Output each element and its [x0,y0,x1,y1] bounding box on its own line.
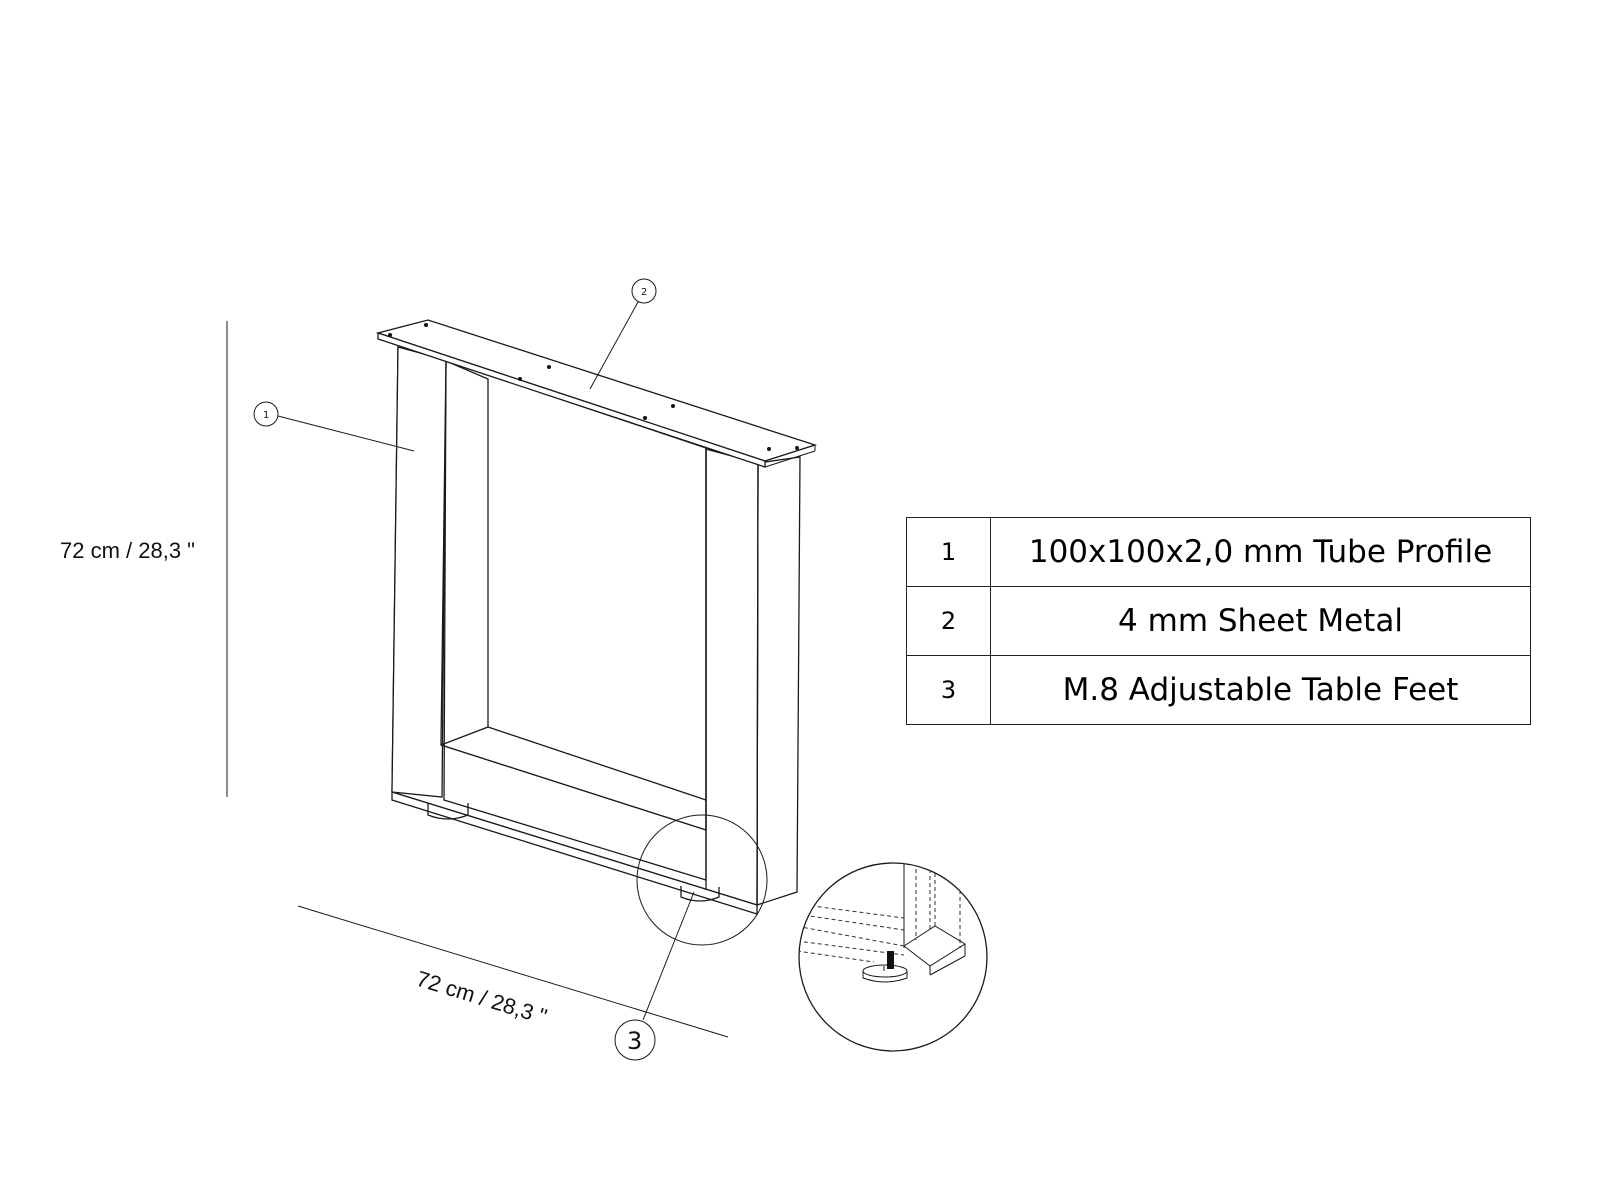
detail-callout-circle [636,814,768,946]
detail-view [798,862,988,1052]
part-description: 4 mm Sheet Metal [990,586,1531,656]
svg-text:2: 2 [641,287,647,298]
balloon-1: 1 [253,401,415,452]
width-dimension-line [297,905,729,1038]
table-row: 2 4 mm Sheet Metal [906,586,1531,656]
part-number: 2 [906,586,991,656]
part-description: M.8 Adjustable Table Feet [990,655,1531,725]
part-number: 3 [906,655,991,725]
table-row: 3 M.8 Adjustable Table Feet [906,655,1531,725]
balloon-2: 2 [589,278,657,390]
svg-text:3: 3 [627,1027,642,1055]
width-dimension-label: 72 cm / 28,3 " [414,966,550,1029]
balloon-3: 3 [614,891,695,1061]
height-dimension-label: 72 cm / 28,3 " [60,538,195,563]
table-row: 1 100x100x2,0 mm Tube Profile [906,517,1531,587]
part-number: 1 [906,517,991,587]
parts-table: 1 100x100x2,0 mm Tube Profile 2 4 mm She… [906,517,1531,725]
part-description: 100x100x2,0 mm Tube Profile [990,517,1531,587]
svg-text:1: 1 [263,410,269,421]
table-leg-frame [375,319,818,915]
